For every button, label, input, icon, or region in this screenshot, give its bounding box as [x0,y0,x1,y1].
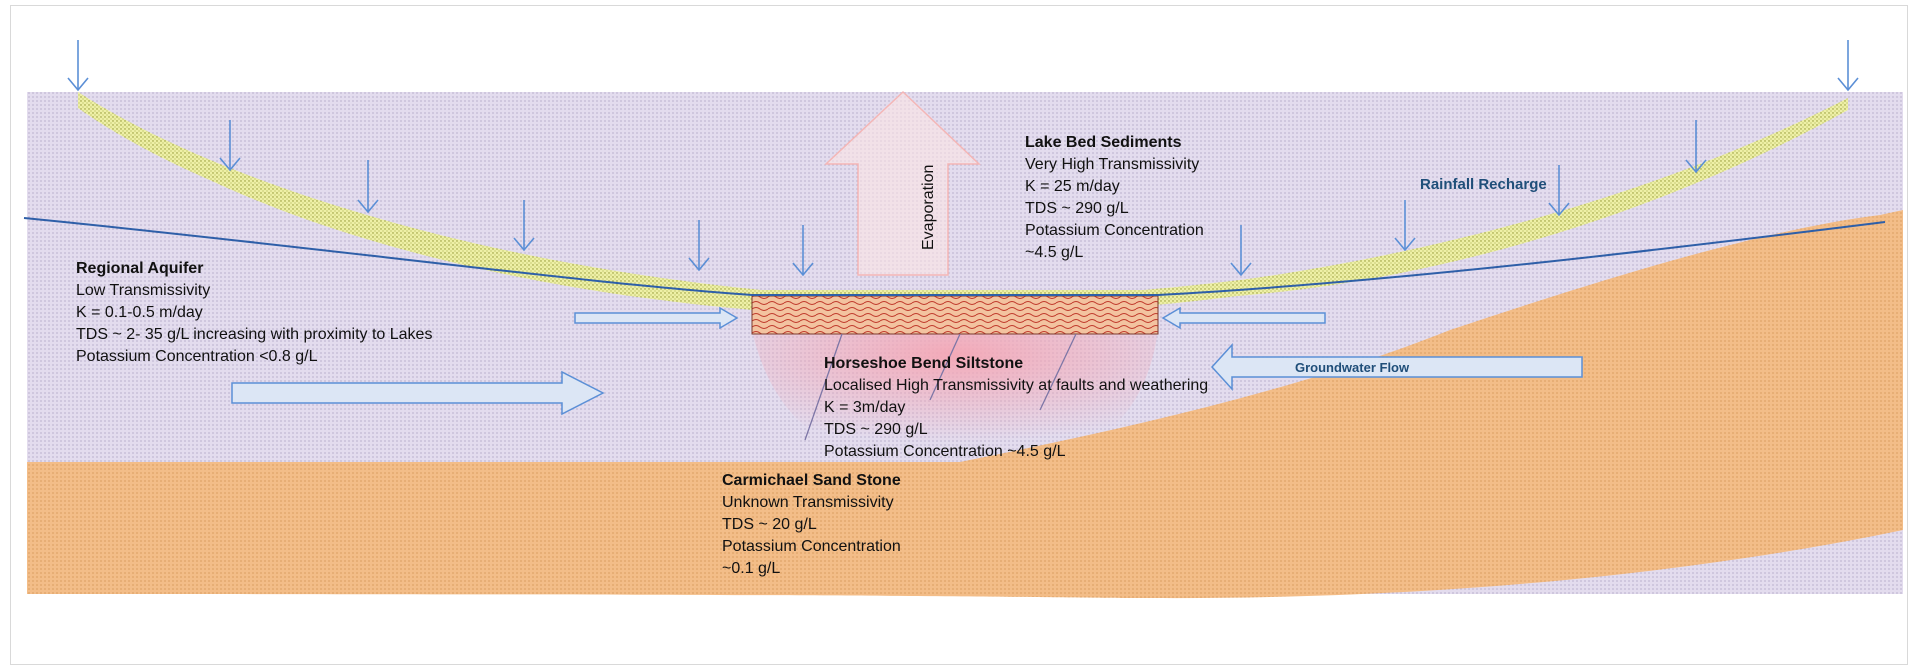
rainfall-arrow [1685,120,1707,174]
rainfall-arrows [67,40,1859,277]
lake-bed-title: Lake Bed Sediments [1025,134,1182,151]
lake-bed-line: TDS ~ 290 g/L [1025,200,1129,217]
horseshoe-line: Localised High Transmissivity at faults … [824,377,1208,394]
carmichael-sandstone-layer [27,210,1903,599]
rainfall-arrow [1548,165,1570,217]
horseshoe-line: Potassium Concentration ~4.5 g/L [824,443,1066,460]
regional-aquifer-line: K = 0.1-0.5 m/day [76,304,203,321]
rainfall-arrow [67,40,89,92]
rainfall-arrow [1837,40,1859,92]
flow-arrow-left-small [574,306,739,330]
water-table-line [23,217,1886,296]
lake-bed-line: K = 25 m/day [1025,178,1120,195]
rainfall-recharge-label: Rainfall Recharge [1420,176,1547,193]
carmichael-text: Carmichael Sand Stone Unknown Transmissi… [722,472,901,577]
rainfall-arrow [357,160,379,214]
flow-arrow-right-small [1161,306,1326,330]
horseshoe-line: TDS ~ 290 g/L [824,421,928,438]
carmichael-line: Unknown Transmissivity [722,494,894,511]
evaporation-label: Evaporation [920,165,937,250]
groundwater-flow-label: Groundwater Flow [1295,360,1410,375]
rainfall-arrow [688,220,710,272]
groundwater-flow-arrows [231,306,1583,416]
lake-bed-line: Potassium Concentration [1025,222,1204,239]
diagram-frame [10,5,1908,665]
siltstone-fault-zone [752,330,1158,455]
carmichael-line: Potassium Concentration [722,538,901,555]
flow-arrow-left-large [231,370,605,416]
horseshoe-title: Horseshoe Bend Siltstone [824,355,1023,372]
evaporation-arrow: Evaporation [824,90,981,276]
regional-aquifer-line: Low Transmissivity [76,282,210,299]
regional-aquifer-line: TDS ~ 2- 35 g/L increasing with proximit… [76,326,432,343]
rainfall-arrow [1394,200,1416,252]
regional-aquifer-line: Potassium Concentration <0.8 g/L [76,348,318,365]
horseshoe-text: Horseshoe Bend Siltstone Localised High … [824,355,1208,460]
rainfall-arrow [513,200,535,252]
carmichael-line: TDS ~ 20 g/L [722,516,817,533]
rainfall-arrow [1230,225,1252,277]
regional-aquifer-text: Regional Aquifer Low Transmissivity K = … [76,260,432,365]
flow-arrow-right-large [1210,343,1583,391]
rainfall-arrow [792,225,814,277]
regional-aquifer-title: Regional Aquifer [76,260,203,277]
horseshoe-line: K = 3m/day [824,399,905,416]
lake-bed-text: Lake Bed Sediments Very High Transmissiv… [1025,134,1204,261]
horseshoe-siltstone-block [751,295,1159,335]
lake-bed-line: ~4.5 g/L [1025,244,1083,261]
lake-bed-line: Very High Transmissivity [1025,156,1199,173]
carmichael-title: Carmichael Sand Stone [722,472,901,489]
rainfall-arrow [219,120,241,172]
fault-lines [804,333,1077,441]
carmichael-line: ~0.1 g/L [722,560,780,577]
